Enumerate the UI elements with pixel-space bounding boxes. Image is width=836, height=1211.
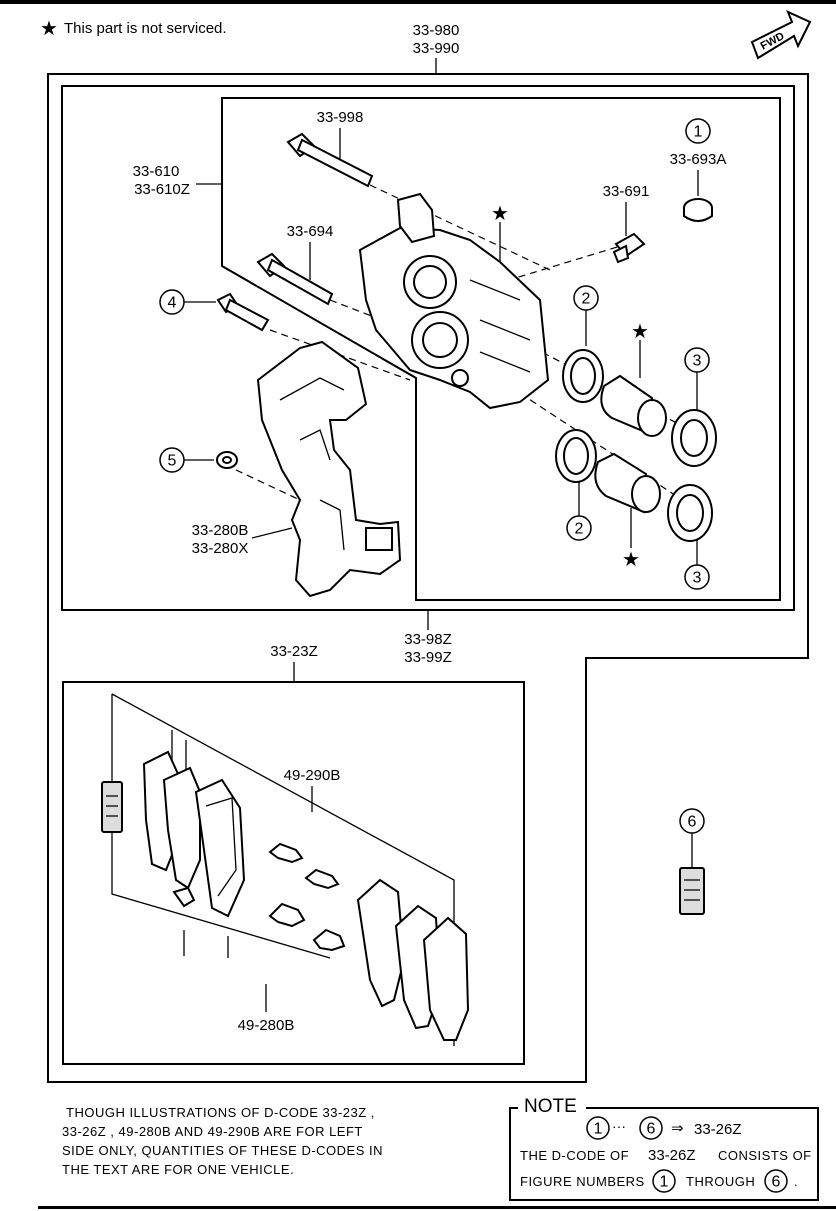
guide-bolt-694 xyxy=(256,252,334,306)
bleeder-cap-693a xyxy=(683,198,713,222)
brake-pad-inner-3 xyxy=(422,916,470,1041)
label-cap-693a: 33-693A xyxy=(670,151,727,168)
pad-clip-3 xyxy=(268,902,306,928)
pad-clip-1 xyxy=(268,842,304,864)
shim-6 xyxy=(679,867,705,915)
brake-pad-outer-3 xyxy=(194,778,246,918)
svg-text:33-26Z: 33-26Z xyxy=(694,1121,742,1138)
svg-text:FIGURE NUMBERS: FIGURE NUMBERS xyxy=(520,1174,645,1189)
caliper-bracket xyxy=(256,340,402,598)
svg-text:1: 1 xyxy=(694,124,703,141)
label-pad-set: 49-280B xyxy=(238,1017,295,1034)
piston-bottom xyxy=(594,452,661,514)
callout-4: 4 xyxy=(159,289,185,315)
label-bracket-b: 33-280X xyxy=(192,540,249,557)
label-assembly-a: 33-980 xyxy=(413,22,460,39)
svg-text:6: 6 xyxy=(688,814,697,831)
svg-text:CONSISTS OF: CONSISTS OF xyxy=(718,1148,812,1163)
bottom-rule xyxy=(38,1206,836,1209)
callout-1: 1 xyxy=(685,118,711,144)
svg-text:THOUGH ILLUSTRATIONS OF D-CODE: THOUGH ILLUSTRATIONS OF D-CODE 33-23Z , xyxy=(66,1105,375,1120)
svg-text:6: 6 xyxy=(647,1121,656,1138)
bleeder-screw-691 xyxy=(612,232,646,264)
svg-text:.: . xyxy=(794,1174,798,1189)
star-icon-caliper: ★ xyxy=(491,201,509,225)
callout-2-bottom: 2 xyxy=(566,515,592,541)
label-bleeder-691: 33-691 xyxy=(603,183,650,200)
svg-text:⇒: ⇒ xyxy=(671,1119,684,1137)
piston-top xyxy=(600,374,667,437)
star-icon-piston-bottom: ★ xyxy=(622,547,640,571)
label-bracket-a: 33-280B xyxy=(192,522,249,539)
star-icon: ★ xyxy=(40,16,58,40)
label-bolt-998: 33-998 xyxy=(317,109,364,126)
caliper-frame xyxy=(221,97,781,601)
label-assembly-b: 33-990 xyxy=(413,40,460,57)
legend: ★ This part is not serviced. xyxy=(40,16,227,40)
svg-text:···: ··· xyxy=(612,1118,626,1134)
fwd-arrow-icon: FWD xyxy=(750,10,812,60)
pad-shim-left xyxy=(101,781,123,833)
pad-clip-5 xyxy=(172,886,196,908)
dust-boot-bottom xyxy=(667,484,713,542)
label-kit-b: 33-99Z xyxy=(404,649,452,666)
caliper-body xyxy=(358,192,550,410)
guide-bolt-998 xyxy=(286,132,374,188)
label-pad-kit: 33-23Z xyxy=(270,643,318,660)
bushing-5 xyxy=(216,451,238,469)
brake-pad-inner-1 xyxy=(356,878,406,1008)
piston-seal-top xyxy=(562,349,604,403)
label-bolt-694: 33-694 xyxy=(287,223,334,240)
pad-kit-leader xyxy=(111,693,455,1046)
note-title: NOTE xyxy=(524,1096,577,1117)
callout-3-bottom: 3 xyxy=(684,564,710,590)
svg-text:6: 6 xyxy=(772,1174,781,1191)
legend-text: This part is not serviced. xyxy=(64,20,227,37)
svg-text:THE D-CODE OF: THE D-CODE OF xyxy=(520,1148,629,1163)
svg-text:2: 2 xyxy=(582,291,591,308)
svg-text:4: 4 xyxy=(168,295,177,312)
svg-text:1: 1 xyxy=(594,1121,603,1138)
pad-clip-4 xyxy=(312,928,346,952)
svg-text:2: 2 xyxy=(575,521,584,538)
callout-6: 6 xyxy=(679,808,705,834)
svg-text:1: 1 xyxy=(660,1174,669,1191)
svg-text:SIDE ONLY, QUANTITIES OF THESE: SIDE ONLY, QUANTITIES OF THESE D-CODES I… xyxy=(62,1143,383,1158)
callout-2-top: 2 xyxy=(573,285,599,311)
callout-5: 5 xyxy=(159,447,185,473)
assembly-frame xyxy=(47,73,809,1083)
star-icon-piston-top: ★ xyxy=(631,319,649,343)
callout-3-top: 3 xyxy=(684,347,710,373)
svg-text:3: 3 xyxy=(693,570,702,587)
top-rule xyxy=(0,0,836,4)
piston-seal-bottom xyxy=(555,429,597,483)
bracket-bolt-4 xyxy=(216,292,270,332)
label-kit-a: 33-98Z xyxy=(404,631,452,648)
label-shim-kit: 49-290B xyxy=(284,767,341,784)
svg-text:5: 5 xyxy=(168,453,177,470)
svg-text:33-26Z: 33-26Z xyxy=(648,1147,696,1164)
dust-boot-top xyxy=(671,409,717,467)
note-box: NOTE 1 ··· 6 ⇒ 33-26Z THE D-CODE OF 33-2… xyxy=(509,1096,819,1201)
svg-text:THROUGH: THROUGH xyxy=(686,1174,755,1189)
footnote: THOUGH ILLUSTRATIONS OF D-CODE 33-23Z , … xyxy=(62,1105,383,1177)
brake-pad-outer-2 xyxy=(162,766,201,890)
pad-clip-2 xyxy=(304,868,340,890)
svg-text:33-26Z , 49-280B AND 49-290B A: 33-26Z , 49-280B AND 49-290B ARE FOR LEF… xyxy=(62,1124,363,1139)
svg-text:3: 3 xyxy=(693,353,702,370)
svg-text:THE TEXT ARE FOR ONE VEHICLE.: THE TEXT ARE FOR ONE VEHICLE. xyxy=(62,1162,294,1177)
label-caliper-a: 33-610 xyxy=(133,163,180,180)
label-caliper-b: 33-610Z xyxy=(134,181,190,198)
